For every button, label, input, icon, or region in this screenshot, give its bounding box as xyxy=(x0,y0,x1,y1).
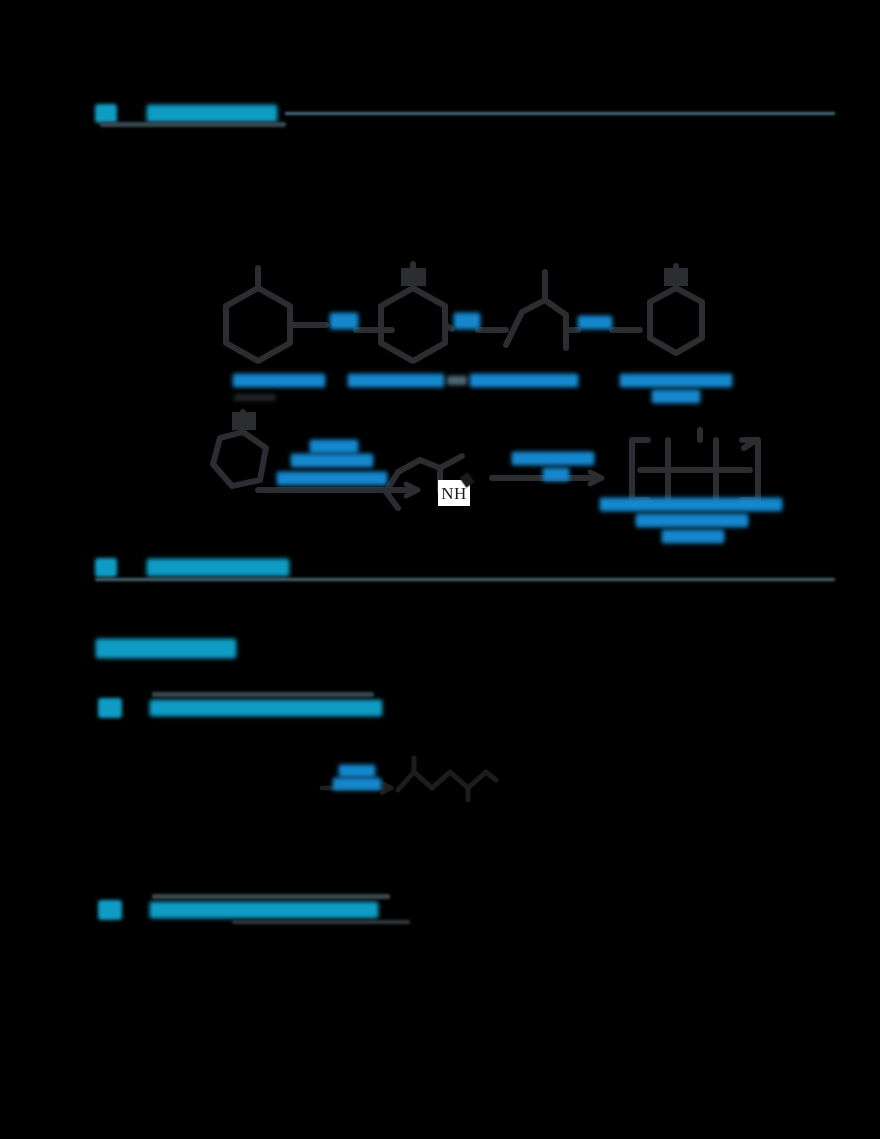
scheme2-reagent-line-2: ████████████ xyxy=(291,454,373,467)
scheme2-product-caption-line-1: ███ ███████ ████████ ████ xyxy=(600,498,782,511)
subsection-title-a: ███████████████████████ xyxy=(150,700,382,716)
section-heading-2: ████████████ xyxy=(95,558,355,577)
scheme1-structure-caption-1: ██████████ xyxy=(233,374,325,387)
scheme1-footnote xyxy=(234,394,276,401)
section-number-1 xyxy=(95,104,117,123)
section-rule-1 xyxy=(285,112,835,115)
subsection-kicker-b xyxy=(152,894,390,899)
nh-atom-label: NH xyxy=(438,480,470,506)
subsection-underline-b xyxy=(232,920,410,924)
scheme1-arrow-tag-2: ███ xyxy=(454,313,480,329)
section-title-2: ████████████ xyxy=(147,559,289,576)
subsection-title-b: ███████████████████████ xyxy=(150,902,378,918)
scheme2-reagent-line-1: ████ ███ xyxy=(310,440,358,453)
scheme1-structure-caption-4: ███████████ █████ xyxy=(620,374,732,387)
section-heading-1: ████████ ██████ xyxy=(95,104,835,123)
subsection-heading-a: ███████████████████████ xyxy=(98,698,382,718)
scheme2-arrow2-line-2: ███ xyxy=(543,468,569,481)
subsection-heading-b: ███████████████████████ xyxy=(98,900,378,920)
subsection-number-a xyxy=(98,698,122,718)
scheme1-structure-caption-2: ███████████ xyxy=(348,374,444,387)
scheme2-product-caption-line-2: ████████ █████ xyxy=(636,514,748,527)
section-rule-2 xyxy=(95,578,835,581)
block-heading: ██████████████ xyxy=(96,639,236,658)
scheme2-product-caption-line-3: ██████ xyxy=(662,530,724,543)
scheme1-caption-separator xyxy=(447,376,467,385)
section-number-2 xyxy=(95,558,117,577)
section-subtitle-1 xyxy=(100,122,286,127)
scheme3-reagent-line-2: ███████ xyxy=(333,778,381,790)
scheme1-structure-caption-4-line2 xyxy=(652,390,700,403)
subsection-kicker-a xyxy=(152,692,374,697)
scheme3-reagent-line-1: █████ xyxy=(339,765,375,777)
scheme1-structure-caption-3: ███████████ xyxy=(470,374,578,387)
scheme2-reagent-line-3: ██████████████ xyxy=(277,472,387,485)
subsection-number-b xyxy=(98,900,122,920)
scheme1-arrow-tag-3: ██ ██ xyxy=(578,316,612,329)
scheme1-arrow-tag-1: ███ xyxy=(330,313,358,329)
section-title-1: ████████ ██████ xyxy=(147,105,277,122)
scheme2-arrow2-line-1: ███ █████ xyxy=(512,452,594,465)
